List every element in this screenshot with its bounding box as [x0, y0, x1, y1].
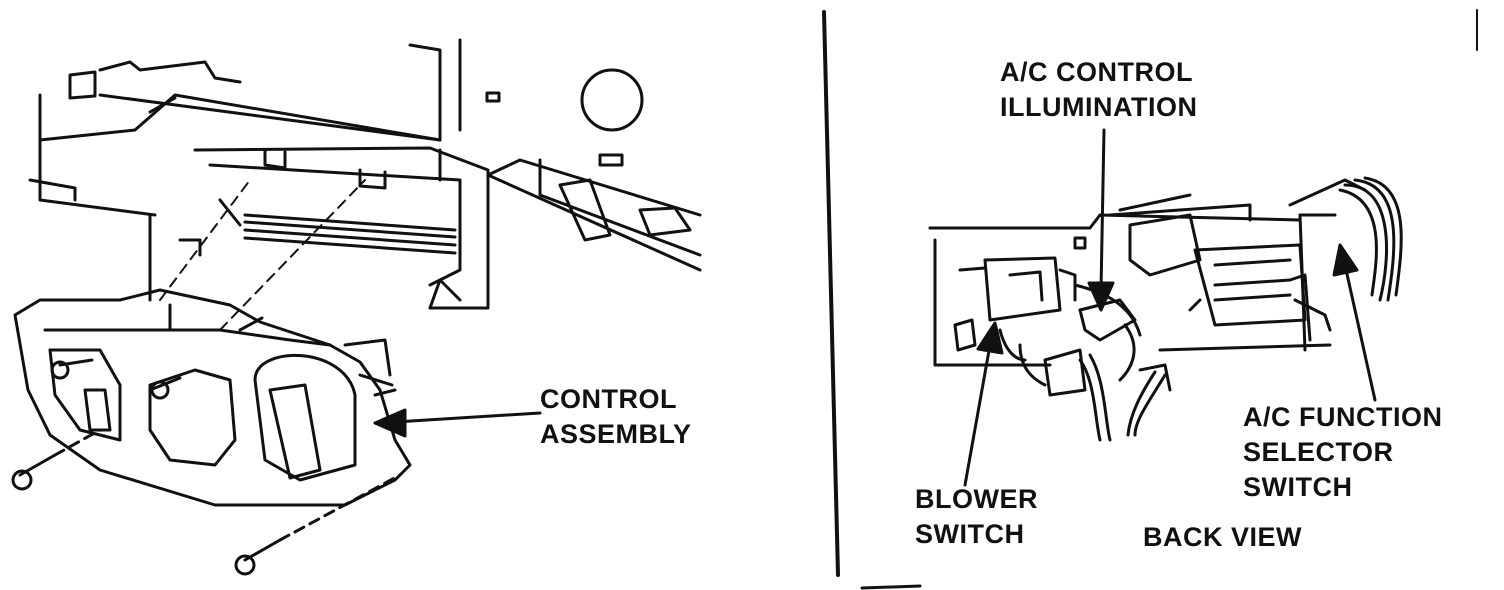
label-ac-function-selector-switch: A/C FUNCTION SELECTOR SWITCH — [1243, 402, 1443, 502]
ac-illumination-arrow — [1087, 128, 1115, 312]
function-selector-arrow — [1332, 243, 1377, 402]
label-ac-control-illumination: A/C CONTROL ILLUMINATION — [1000, 57, 1198, 122]
instrument-panel-illustration — [28, 38, 702, 310]
blower-switch-arrow — [963, 321, 1004, 487]
label-blower-switch: BLOWER SWITCH — [915, 484, 1038, 549]
panel-divider — [822, 10, 840, 577]
label-control-assembly: CONTROL ASSEMBLY — [540, 384, 692, 449]
label-back-view: BACK VIEW — [1143, 522, 1302, 552]
back-view-illustration — [928, 176, 1403, 442]
control-assembly-illustration — [11, 179, 412, 576]
control-assembly-arrow — [373, 408, 542, 438]
